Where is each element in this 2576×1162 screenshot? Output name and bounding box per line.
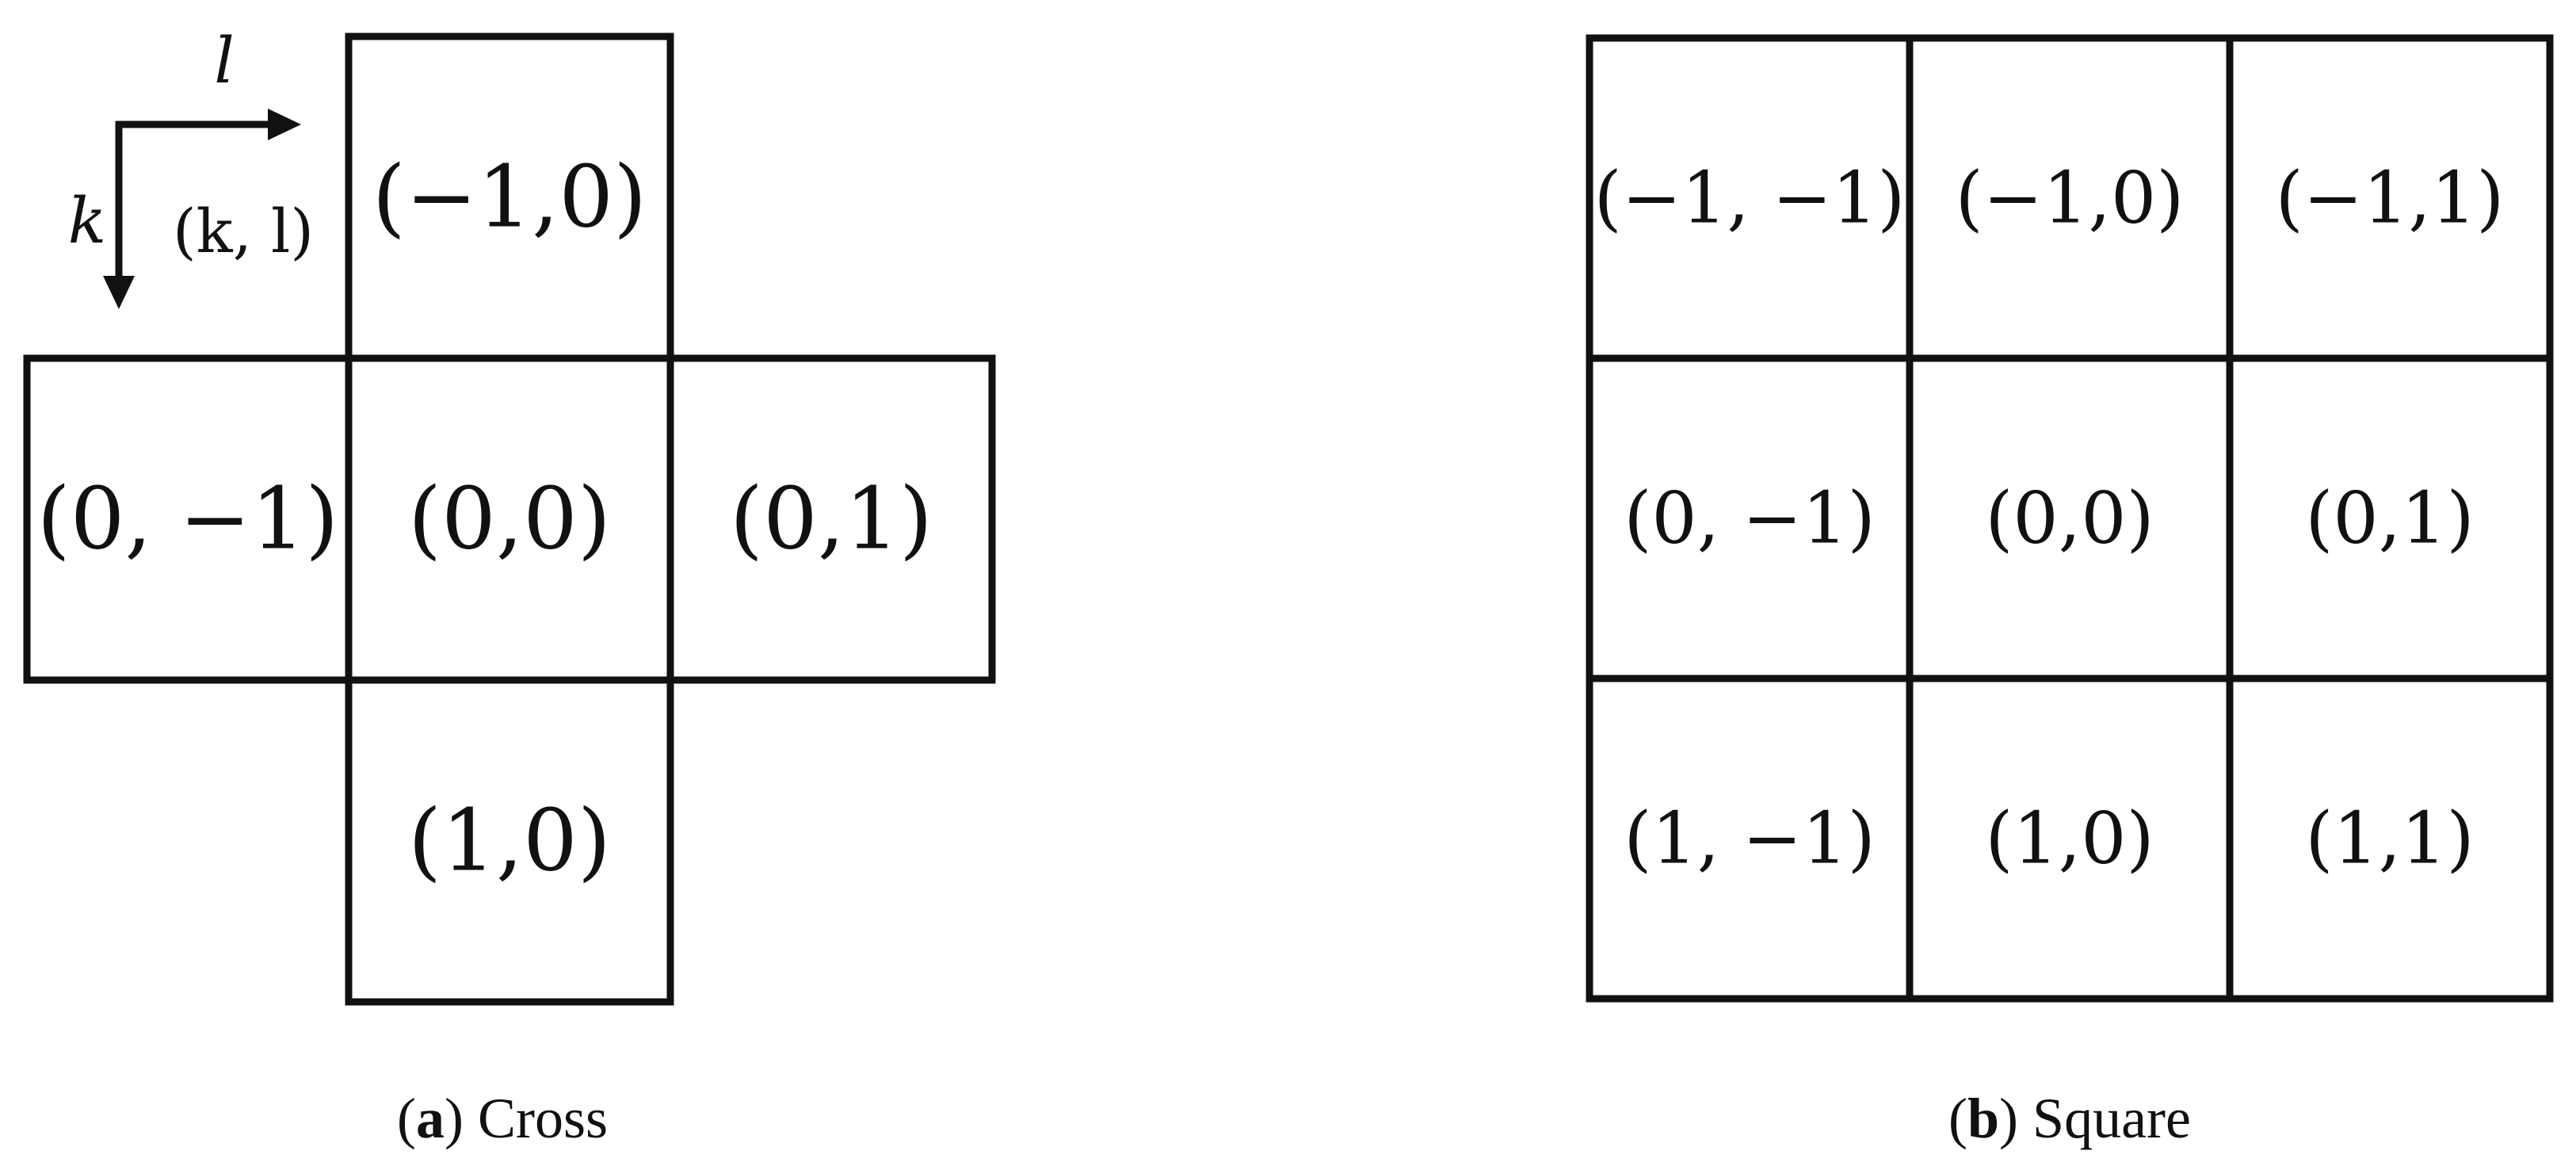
coord-label-text: (k, l)	[173, 196, 314, 266]
square-cell-label: (−1,1)	[2276, 157, 2505, 240]
square-caption-letter: b	[1967, 1087, 1999, 1150]
cross-caption-letter: a	[416, 1087, 445, 1150]
square-grid: (−1, −1) (−1,0) (−1,1) (0, −1) (0,0) (0,1) (1,…	[1586, 34, 2554, 1003]
cross-cell-label: (0, −1)	[37, 470, 339, 569]
cross-cell-label: (0,1)	[730, 470, 933, 569]
row-axis-arrowhead	[103, 276, 135, 309]
square-cell: (1,0)	[1906, 675, 2234, 1003]
square-cell-box	[1586, 34, 1914, 362]
square-cell-label: (0,1)	[2305, 477, 2474, 560]
cross-grid: (−1,0) (0, −1) (0,0) (0,1) (1,0)	[23, 32, 996, 1006]
square-cell: (−1, −1)	[1586, 34, 1914, 362]
cross-cell: (−1,0)	[345, 32, 674, 362]
square-cell: (1,1)	[2226, 675, 2554, 1003]
square-cell: (0,1)	[2226, 354, 2554, 682]
coord-label: (k, l)	[173, 196, 314, 266]
square-cell-label: (0, −1)	[1624, 477, 1875, 560]
square-cell-label: (0,0)	[1985, 477, 2154, 560]
square-cell-box	[2226, 354, 2554, 682]
square-caption: (b) Square	[1948, 1087, 2191, 1150]
square-cell: (0,0)	[1906, 354, 2234, 682]
cross-cell: (1,0)	[345, 676, 674, 1006]
cross-cell: (0, −1)	[23, 354, 353, 684]
square-caption-title: Square	[2018, 1087, 2191, 1150]
square-cell: (0, −1)	[1586, 354, 1914, 682]
square-cell: (1, −1)	[1586, 675, 1914, 1003]
square-cell-label: (1,0)	[1985, 797, 2154, 881]
axis-indicator: l k (k, l)	[68, 24, 314, 309]
cross-panel: (−1,0)(0, −1)(0,0)(0,1)(1,0) l k (k, l) …	[23, 24, 996, 1150]
cross-cell: (0,1)	[666, 354, 996, 684]
square-cell: (−1,0)	[1906, 34, 2234, 362]
cross-cell-box	[666, 354, 996, 684]
cross-cell-box	[345, 676, 674, 1006]
square-cell-box	[1906, 34, 2234, 362]
cross-cell: (0,0)	[345, 354, 674, 684]
cross-caption-close: )	[445, 1087, 464, 1150]
square-cell-label: (−1,0)	[1956, 157, 2185, 240]
cross-cell-label: (0,0)	[408, 470, 611, 569]
cross-cell-label: (1,0)	[408, 792, 611, 891]
square-caption-close: )	[1999, 1087, 2018, 1150]
row-axis-label: k	[68, 184, 106, 258]
square-cell-label: (−1, −1)	[1594, 157, 1906, 240]
cross-caption-open: (	[397, 1087, 416, 1150]
col-axis-label: l	[214, 24, 235, 97]
square-cell-label: (1,1)	[2305, 797, 2474, 881]
square-cell-label: (1, −1)	[1624, 797, 1875, 881]
square-caption-open: (	[1948, 1087, 1967, 1150]
square-cell-box	[1586, 675, 1914, 1003]
cross-caption-title: Cross	[464, 1087, 608, 1150]
cross-caption: (a) Cross	[397, 1087, 608, 1150]
cross-cell-label: (−1,0)	[372, 148, 647, 247]
cross-cell-box	[23, 354, 353, 684]
square-cell-box	[2226, 675, 2554, 1003]
col-axis-arrowhead	[268, 109, 301, 140]
square-panel: (−1, −1) (−1,0) (−1,1) (0, −1) (0,0) (0,1) (1,…	[1586, 34, 2554, 1150]
cross-cell-box	[345, 32, 674, 362]
square-cell: (−1,1)	[2226, 34, 2554, 362]
